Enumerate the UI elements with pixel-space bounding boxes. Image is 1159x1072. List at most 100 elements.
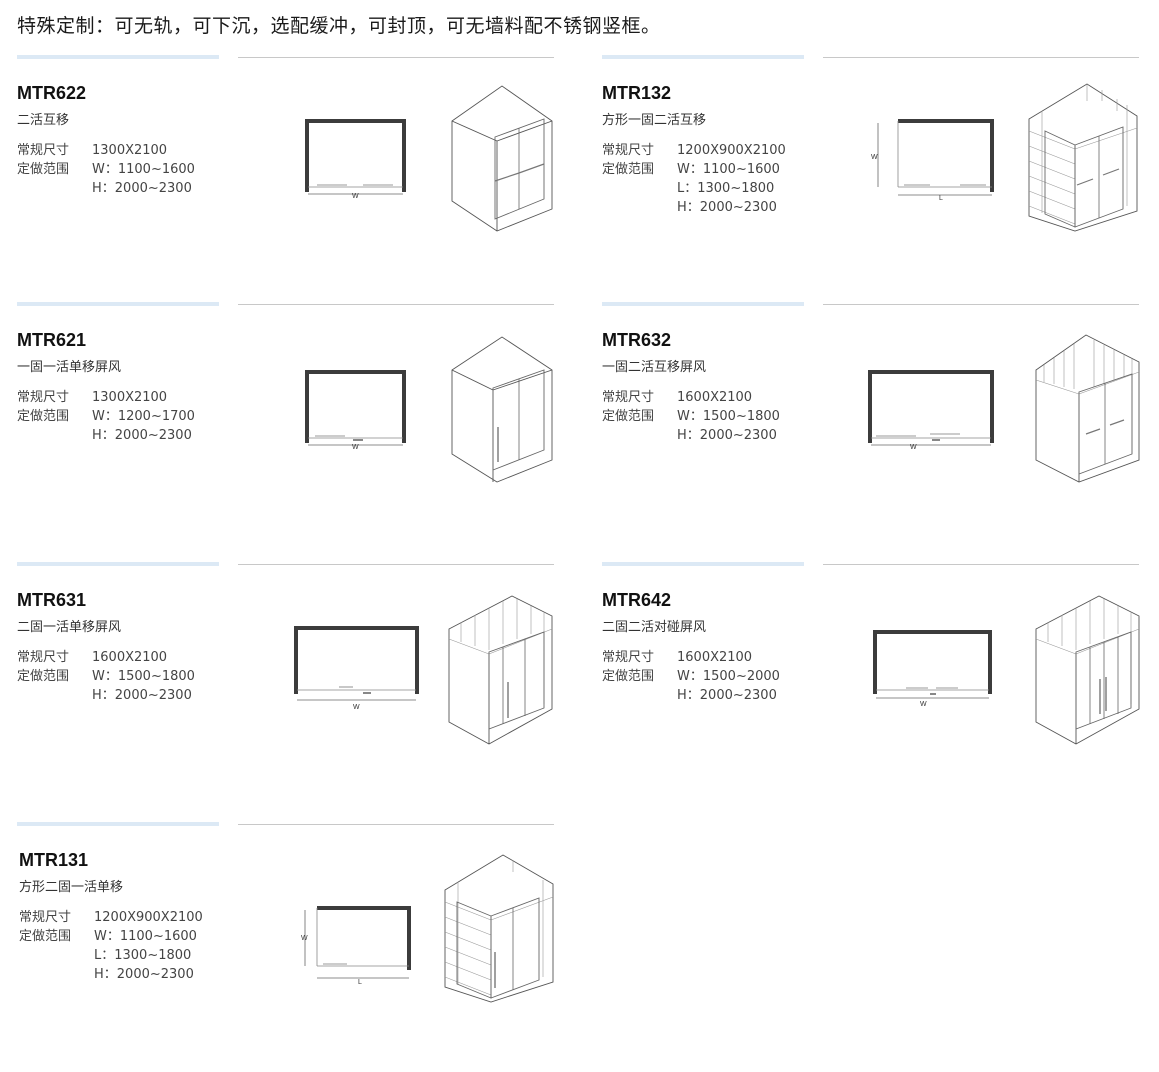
blue-accent-rule bbox=[17, 562, 219, 566]
floor-plan-diagram: W bbox=[294, 626, 419, 711]
custom-range-label: 定做范围 bbox=[17, 669, 70, 684]
plan-w-label: W bbox=[352, 444, 359, 450]
product-card-mtr621: MTR621 一固一活单移屏风 常规尺寸 1300X2100 定做范围 W：1200… bbox=[17, 302, 554, 552]
grey-divider bbox=[238, 824, 554, 825]
plan-w-label: W bbox=[871, 154, 878, 161]
std-size-label: 常规尺寸 bbox=[17, 650, 70, 665]
std-size-value: 1600X2100 bbox=[92, 650, 168, 665]
page-title: 特殊定制：可无轨，可下沉，选配缓冲，可封顶，可无墙料配不锈钢竖框。 bbox=[17, 15, 661, 37]
model-name: 一固二活互移屏风 bbox=[602, 360, 707, 375]
std-size-label: 常规尺寸 bbox=[17, 143, 70, 158]
model-number: MTR631 bbox=[17, 590, 87, 610]
grey-divider bbox=[238, 57, 554, 58]
range-h: H：2000~2300 bbox=[92, 181, 192, 196]
model-name: 二活互移 bbox=[17, 113, 70, 128]
model-name: 二固一活单移屏风 bbox=[17, 620, 122, 635]
custom-range-label: 定做范围 bbox=[17, 409, 70, 424]
grey-divider bbox=[238, 304, 554, 305]
floor-plan-diagram: W bbox=[305, 119, 406, 199]
floor-plan-diagram: W L bbox=[301, 906, 411, 986]
spec-list: 常规尺寸 1600X2100 定做范围 W：1500~2000 H：2000~230… bbox=[602, 648, 780, 705]
isometric-drawing bbox=[451, 85, 553, 232]
custom-range-label: 定做范围 bbox=[602, 162, 655, 177]
product-card-mtr622: MTR622 二活互移 常规尺寸 1300X2100 定做范围 W：1100~160… bbox=[17, 55, 554, 305]
floor-plan-diagram: W bbox=[305, 370, 406, 450]
spec-list: 常规尺寸 1300X2100 定做范围 W：1200~1700 H：2000~230… bbox=[17, 388, 195, 445]
isometric-drawing bbox=[1035, 595, 1140, 745]
product-card-mtr632: MTR632 一固二活互移屏风 常规尺寸 1600X2100 定做范围 W：1500… bbox=[602, 302, 1140, 552]
range-h: H：2000~2300 bbox=[94, 967, 194, 982]
blue-accent-rule bbox=[602, 302, 804, 306]
plan-w-label: W bbox=[920, 701, 927, 708]
model-number: MTR131 bbox=[19, 850, 89, 870]
std-size-label: 常规尺寸 bbox=[17, 390, 70, 405]
floor-plan-diagram: W L bbox=[871, 119, 994, 201]
range-h: H：2000~2300 bbox=[92, 688, 192, 703]
isometric-drawing bbox=[444, 854, 554, 1003]
blue-accent-rule bbox=[602, 562, 804, 566]
spec-list: 常规尺寸 1200X900X2100 定做范围 W：1100~1600 L：1300… bbox=[602, 141, 786, 217]
isometric-drawing bbox=[448, 595, 553, 745]
std-size-label: 常规尺寸 bbox=[602, 650, 655, 665]
std-size-label: 常规尺寸 bbox=[602, 390, 655, 405]
range-w: W：1100~1600 bbox=[94, 929, 197, 944]
range-w: W：1500~1800 bbox=[677, 409, 780, 424]
range-h: H：2000~2300 bbox=[92, 428, 192, 443]
floor-plan-diagram: W bbox=[868, 370, 994, 450]
spec-list: 常规尺寸 1300X2100 定做范围 W：1100~1600 H：2000~230… bbox=[17, 141, 195, 198]
range-w: W：1500~1800 bbox=[92, 669, 195, 684]
plan-w-label: W bbox=[910, 444, 917, 450]
range-h: H：2000~2300 bbox=[677, 200, 777, 215]
product-card-mtr642: MTR642 二固二活对碰屏风 常规尺寸 1600X2100 定做范围 W：1500… bbox=[602, 562, 1140, 812]
blue-accent-rule bbox=[17, 302, 219, 306]
range-w: W：1500~2000 bbox=[677, 669, 780, 684]
isometric-drawing bbox=[1028, 83, 1138, 232]
floor-plan-diagram: W bbox=[873, 630, 992, 708]
custom-range-label: 定做范围 bbox=[17, 162, 70, 177]
plan-w-label: W bbox=[301, 935, 308, 942]
range-w: W：1200~1700 bbox=[92, 409, 195, 424]
model-name: 方形二固一活单移 bbox=[19, 880, 124, 895]
range-l: L：1300~1800 bbox=[94, 948, 192, 963]
std-size-value: 1300X2100 bbox=[92, 143, 168, 158]
model-number: MTR632 bbox=[602, 330, 672, 350]
range-h: H：2000~2300 bbox=[677, 688, 777, 703]
std-size-label: 常规尺寸 bbox=[602, 143, 655, 158]
std-size-value: 1200X900X2100 bbox=[94, 910, 203, 925]
blue-accent-rule bbox=[17, 822, 219, 826]
grey-divider bbox=[823, 57, 1139, 58]
model-name: 方形一固二活互移 bbox=[602, 113, 707, 128]
spec-list: 常规尺寸 1600X2100 定做范围 W：1500~1800 H：2000~230… bbox=[17, 648, 195, 705]
plan-w-label: W bbox=[353, 704, 360, 711]
range-w: W：1100~1600 bbox=[677, 162, 780, 177]
model-name: 一固一活单移屏风 bbox=[17, 360, 122, 375]
model-number: MTR622 bbox=[17, 83, 87, 103]
custom-range-label: 定做范围 bbox=[602, 669, 655, 684]
plan-w-label: W bbox=[352, 193, 359, 199]
std-size-value: 1200X900X2100 bbox=[677, 143, 786, 158]
isometric-drawing bbox=[1035, 334, 1140, 483]
custom-range-label: 定做范围 bbox=[602, 409, 655, 424]
std-size-value: 1300X2100 bbox=[92, 390, 168, 405]
plan-l-label: L bbox=[358, 979, 362, 986]
grey-divider bbox=[823, 304, 1139, 305]
isometric-drawing bbox=[451, 336, 553, 483]
grey-divider bbox=[238, 564, 554, 565]
std-size-label: 常规尺寸 bbox=[19, 910, 72, 925]
range-h: H：2000~2300 bbox=[677, 428, 777, 443]
range-w: W：1100~1600 bbox=[92, 162, 195, 177]
plan-l-label: L bbox=[939, 195, 943, 201]
std-size-value: 1600X2100 bbox=[677, 390, 753, 405]
model-name: 二固二活对碰屏风 bbox=[602, 620, 707, 635]
range-l: L：1300~1800 bbox=[677, 181, 775, 196]
std-size-value: 1600X2100 bbox=[677, 650, 753, 665]
model-number: MTR621 bbox=[17, 330, 87, 350]
product-card-mtr631: MTR631 二固一活单移屏风 常规尺寸 1600X2100 定做范围 W：1500… bbox=[17, 562, 554, 812]
spec-list: 常规尺寸 1600X2100 定做范围 W：1500~1800 H：2000~230… bbox=[602, 388, 780, 445]
blue-accent-rule bbox=[602, 55, 804, 59]
model-number: MTR642 bbox=[602, 590, 672, 610]
custom-range-label: 定做范围 bbox=[19, 929, 72, 944]
product-card-mtr131: MTR131 方形二固一活单移 常规尺寸 1200X900X2100 定做范围 W：… bbox=[17, 822, 554, 1072]
grey-divider bbox=[823, 564, 1139, 565]
